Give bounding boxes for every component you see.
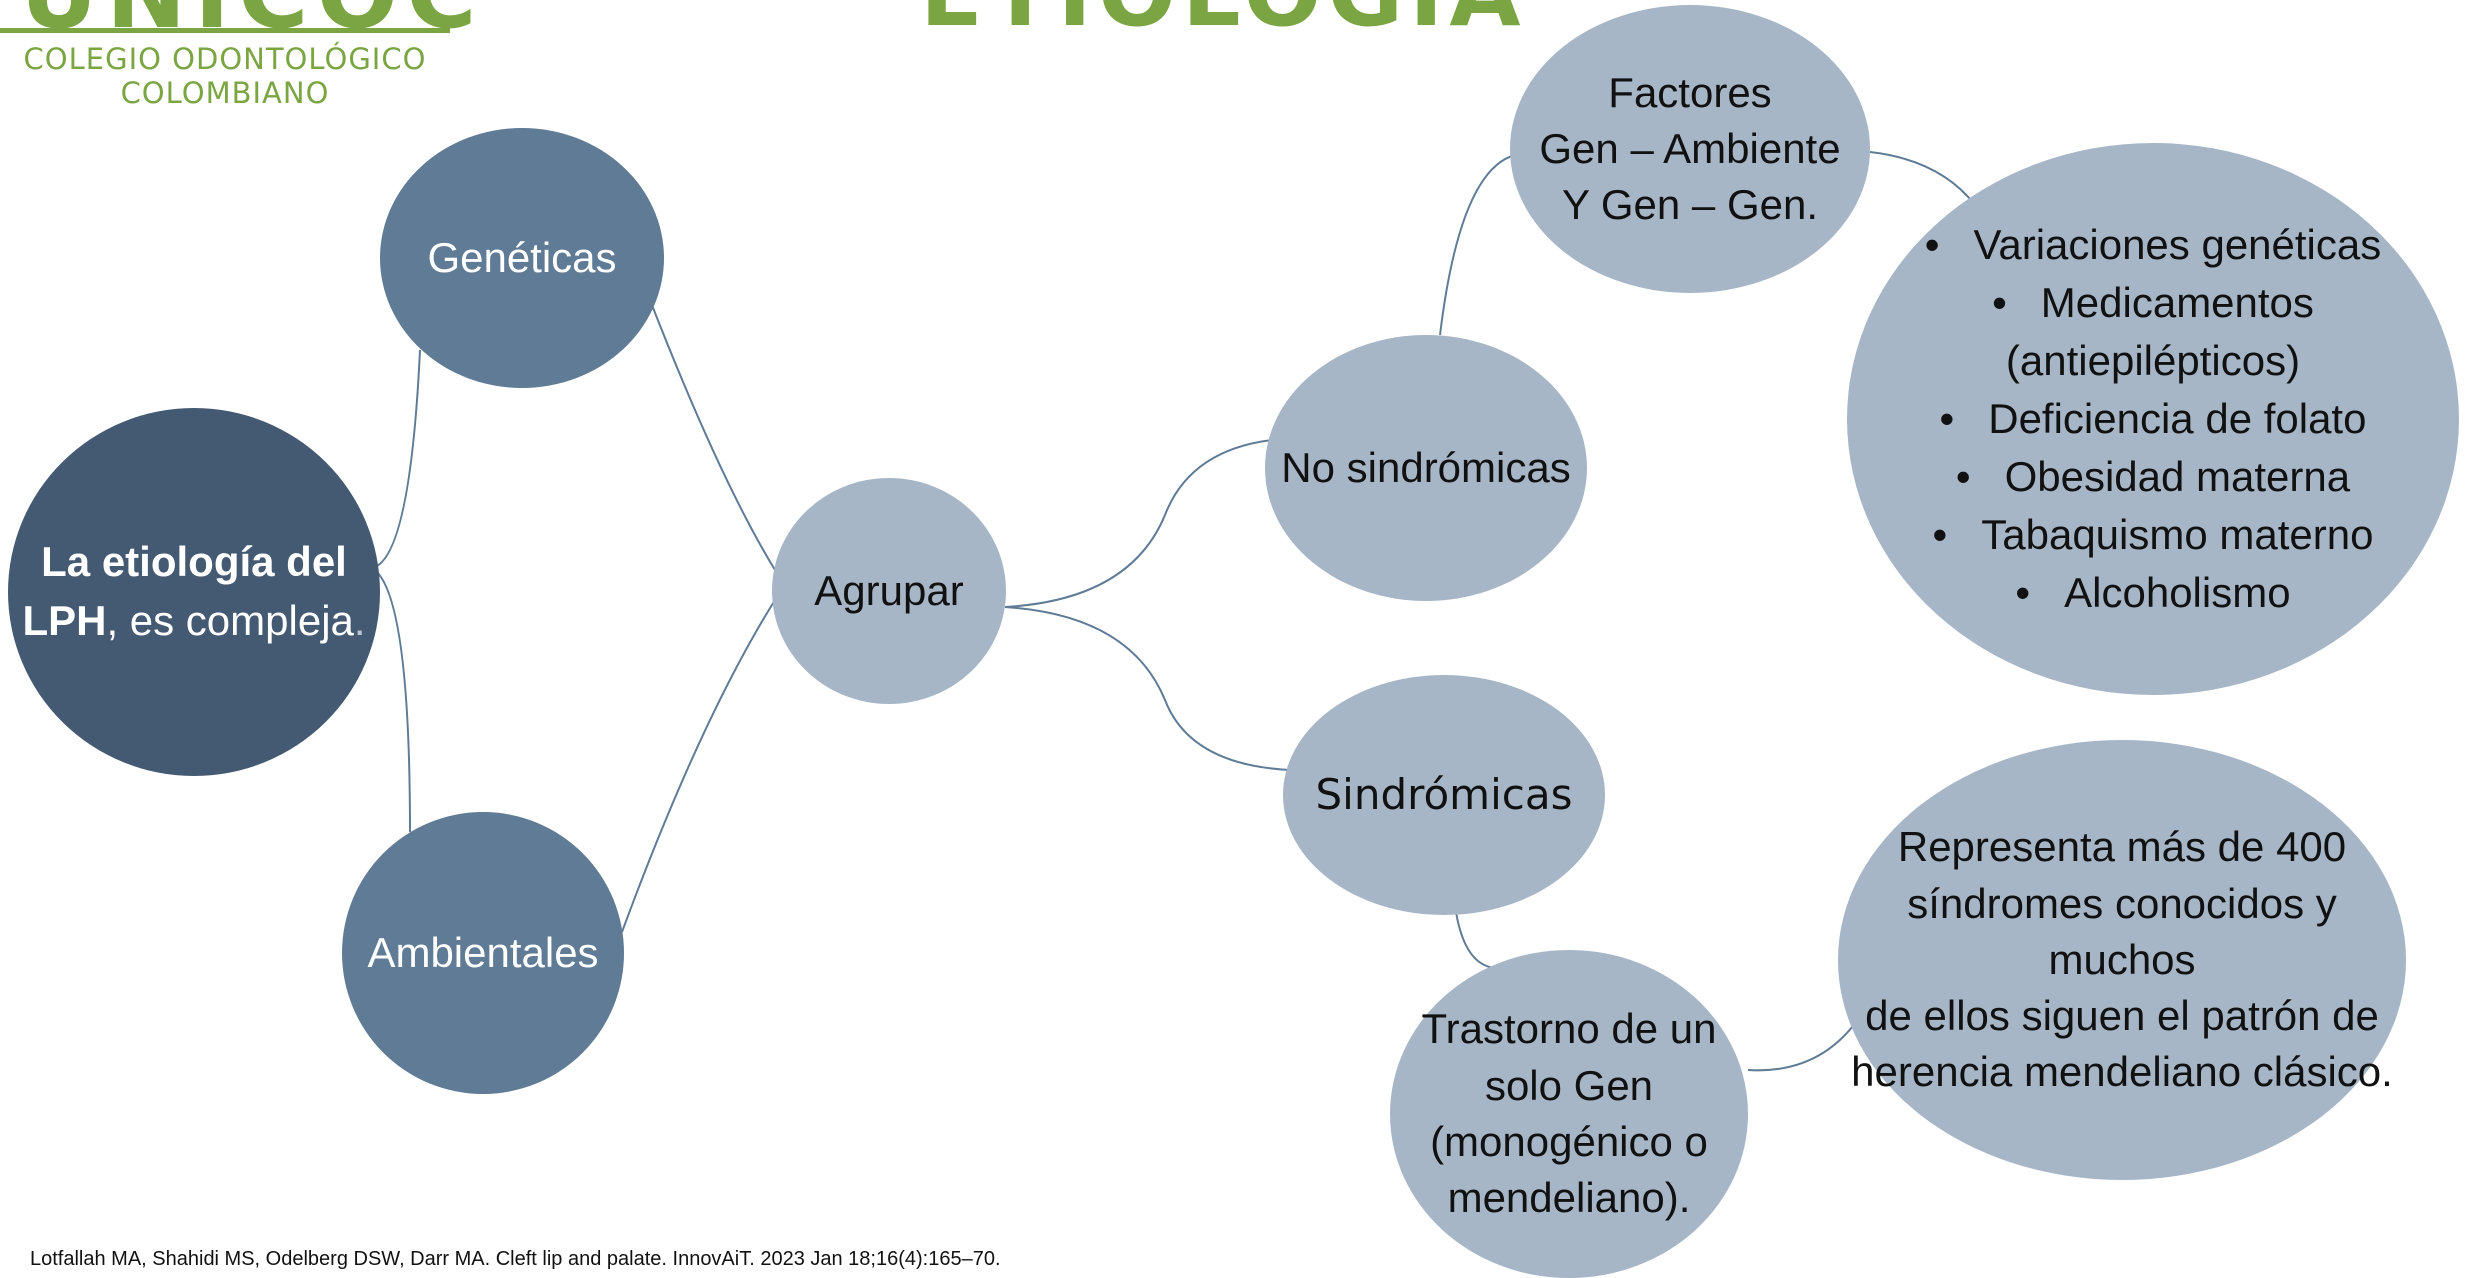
logo-brand: UNICOC: [20, 0, 485, 50]
node-trastorno: Trastorno de un solo Gen (monogénico o m…: [1390, 950, 1748, 1278]
representa-line-1: Representa más de 400: [1897, 823, 2347, 871]
node-factores: Factores Gen – Ambiente Y Gen – Gen.: [1510, 5, 1870, 293]
node-risk-factors: Variaciones genéticas Medicamentos (anti…: [1847, 143, 2459, 695]
risk-factors-list: Variaciones genéticas Medicamentos (anti…: [1925, 216, 2382, 622]
connector-factores-bullets: [1869, 151, 1976, 206]
root-node-text: La etiología del LPH, es compleja.: [22, 533, 365, 651]
node-agrupar: Agrupar: [772, 478, 1006, 704]
slide-title: ETIOLOGÍA: [920, 0, 1527, 47]
connector-agrupar-nosindromicas: [1004, 439, 1273, 608]
node-geneticas-label: Genéticas: [427, 233, 617, 281]
node-sindromicas: Sindrómicas: [1283, 675, 1605, 915]
logo-subtitle-line2: COLOMBIANO: [120, 76, 330, 110]
risk-factor-item: Deficiencia de folato: [1925, 390, 2382, 448]
risk-factor-item: Alcoholismo: [1925, 564, 2382, 622]
root-text-dot: .: [353, 597, 366, 644]
risk-factor-item: Variaciones genéticas: [1925, 216, 2381, 274]
node-no-sindromicas: No sindrómicas: [1265, 335, 1587, 601]
factores-line-3: Y Gen – Gen.: [1561, 181, 1819, 229]
root-text-rest: , es compleja: [106, 597, 354, 644]
trastorno-line-4: mendeliano).: [1447, 1174, 1691, 1222]
node-representa: Representa más de 400 síndromes conocido…: [1838, 740, 2406, 1180]
reference-citation: Lotfallah MA, Shahidi MS, Odelberg DSW, …: [30, 1248, 1001, 1270]
connector-ambientales-agrupar: [621, 599, 776, 933]
connector-root-ambientales: [371, 567, 411, 833]
node-representa-text: Representa más de 400 síndromes conocido…: [1838, 819, 2406, 1100]
node-factores-text: Factores Gen – Ambiente Y Gen – Gen.: [1539, 65, 1840, 234]
node-ambientales: Ambientales: [342, 812, 624, 1094]
connector-geneticas-agrupar: [649, 299, 776, 571]
risk-factor-item: Tabaquismo materno: [1925, 506, 2382, 564]
representa-line-4: herencia mendeliano clásico.: [1851, 1048, 2393, 1096]
connector-sindromicas-trastorno: [1455, 911, 1496, 969]
connector-root-geneticas: [371, 349, 421, 569]
node-no-sindromicas-label: No sindrómicas: [1281, 443, 1571, 491]
node-geneticas: Genéticas: [380, 128, 664, 388]
root-text-bold-1: La etiología del: [41, 538, 347, 586]
trastorno-line-1: Trastorno de un: [1421, 1005, 1717, 1053]
node-ambientales-label: Ambientales: [367, 928, 599, 976]
risk-factor-item: Obesidad materna: [1925, 448, 2382, 506]
node-trastorno-text: Trastorno de un solo Gen (monogénico o m…: [1422, 1001, 1717, 1226]
trastorno-line-3: (monogénico o: [1430, 1118, 1708, 1165]
factores-line-2: Gen – Ambiente: [1539, 124, 1841, 172]
representa-line-2: síndromes conocidos y muchos: [1907, 879, 2337, 983]
node-agrupar-label: Agrupar: [814, 566, 964, 614]
risk-factor-item: Medicamentos: [1925, 274, 2382, 332]
trastorno-line-2: solo Gen: [1484, 1061, 1654, 1109]
factores-line-1: Factores: [1608, 68, 1772, 116]
logo-subtitle-line1: COLEGIO ODONTOLÓGICO: [23, 42, 427, 76]
logo-underline: [0, 28, 450, 33]
risk-factor-item-continuation: (antiepilépticos): [2005, 337, 2301, 385]
connector-nosindromicas-factores: [1439, 154, 1516, 336]
root-node: La etiología del LPH, es compleja.: [8, 408, 380, 776]
node-sindromicas-label: Sindrómicas: [1315, 769, 1573, 819]
root-text-bold-2: LPH: [22, 597, 107, 644]
representa-line-3: de ellos siguen el patrón de: [1865, 992, 2379, 1040]
connector-agrupar-sindromicas: [1004, 606, 1291, 771]
